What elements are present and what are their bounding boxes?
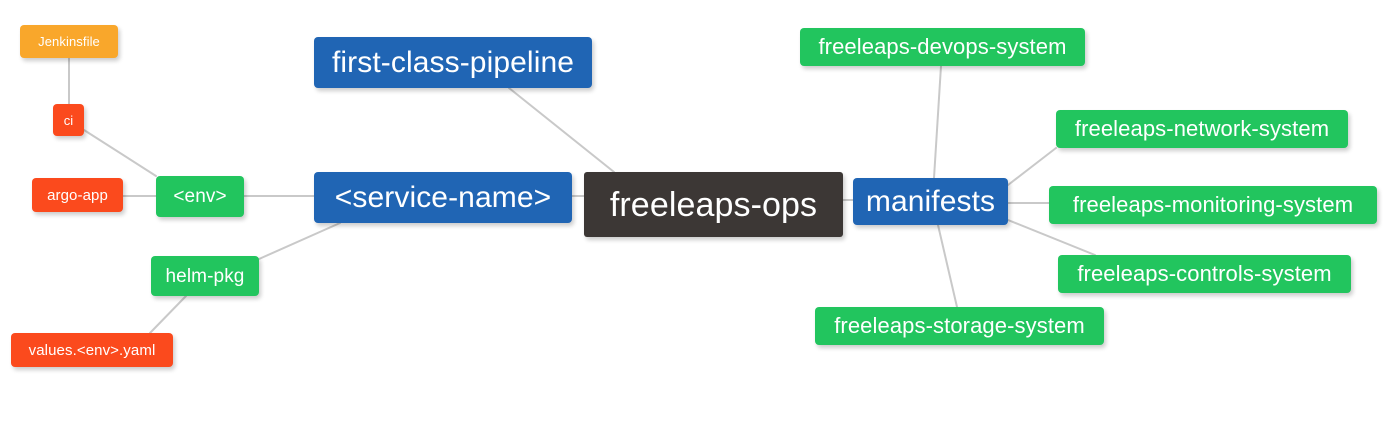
edge-first-class-pipeline-to-freeleaps-ops [508,87,615,173]
node-label: freeleaps-network-system [1074,116,1330,141]
edge-manifests-to-freeleaps-storage-system [937,224,958,308]
node-helm-pkg[interactable]: helm-pkg [151,256,259,296]
node-label: values.<env>.yaml [28,341,156,359]
node-env[interactable]: <env> [156,176,244,217]
node-freeleaps-ops[interactable]: freeleaps-ops [584,172,843,237]
node-label: helm-pkg [165,265,245,287]
node-freeleaps-storage-system[interactable]: freeleaps-storage-system [815,307,1104,345]
node-label: first-class-pipeline [331,45,575,79]
node-label: argo-app [47,186,108,204]
edge-manifests-to-freeleaps-network-system [1007,147,1057,186]
node-label: freeleaps-controls-system [1077,261,1332,286]
node-freeleaps-devops-system[interactable]: freeleaps-devops-system [800,28,1085,66]
node-label: <env> [173,186,227,207]
node-values-env-yaml[interactable]: values.<env>.yaml [11,333,173,367]
edge-helm-pkg-to-service-name [258,222,341,260]
node-label: freeleaps-storage-system [834,313,1085,338]
node-argo-app[interactable]: argo-app [32,178,123,212]
node-label: ci [63,112,74,128]
edge-ci-to-env [83,129,157,177]
node-freeleaps-controls-system[interactable]: freeleaps-controls-system [1058,255,1351,293]
node-service-name[interactable]: <service-name> [314,172,572,223]
node-label: Jenkinsfile [38,34,100,49]
node-label: manifests [865,184,996,218]
node-jenkinsfile[interactable]: Jenkinsfile [20,25,118,58]
node-freeleaps-monitoring-system[interactable]: freeleaps-monitoring-system [1049,186,1377,224]
node-label: freeleaps-ops [609,185,818,224]
node-freeleaps-network-system[interactable]: freeleaps-network-system [1056,110,1348,148]
node-ci[interactable]: ci [53,104,84,136]
edge-values-env-yaml-to-helm-pkg [149,295,187,334]
node-label: freeleaps-devops-system [818,34,1067,59]
node-label: freeleaps-monitoring-system [1072,192,1354,217]
node-first-class-pipeline[interactable]: first-class-pipeline [314,37,592,88]
node-manifests[interactable]: manifests [853,178,1008,225]
node-label: <service-name> [334,180,552,214]
edge-manifests-to-freeleaps-devops-system [933,65,942,179]
edge-manifests-to-freeleaps-controls-system [1007,219,1096,256]
